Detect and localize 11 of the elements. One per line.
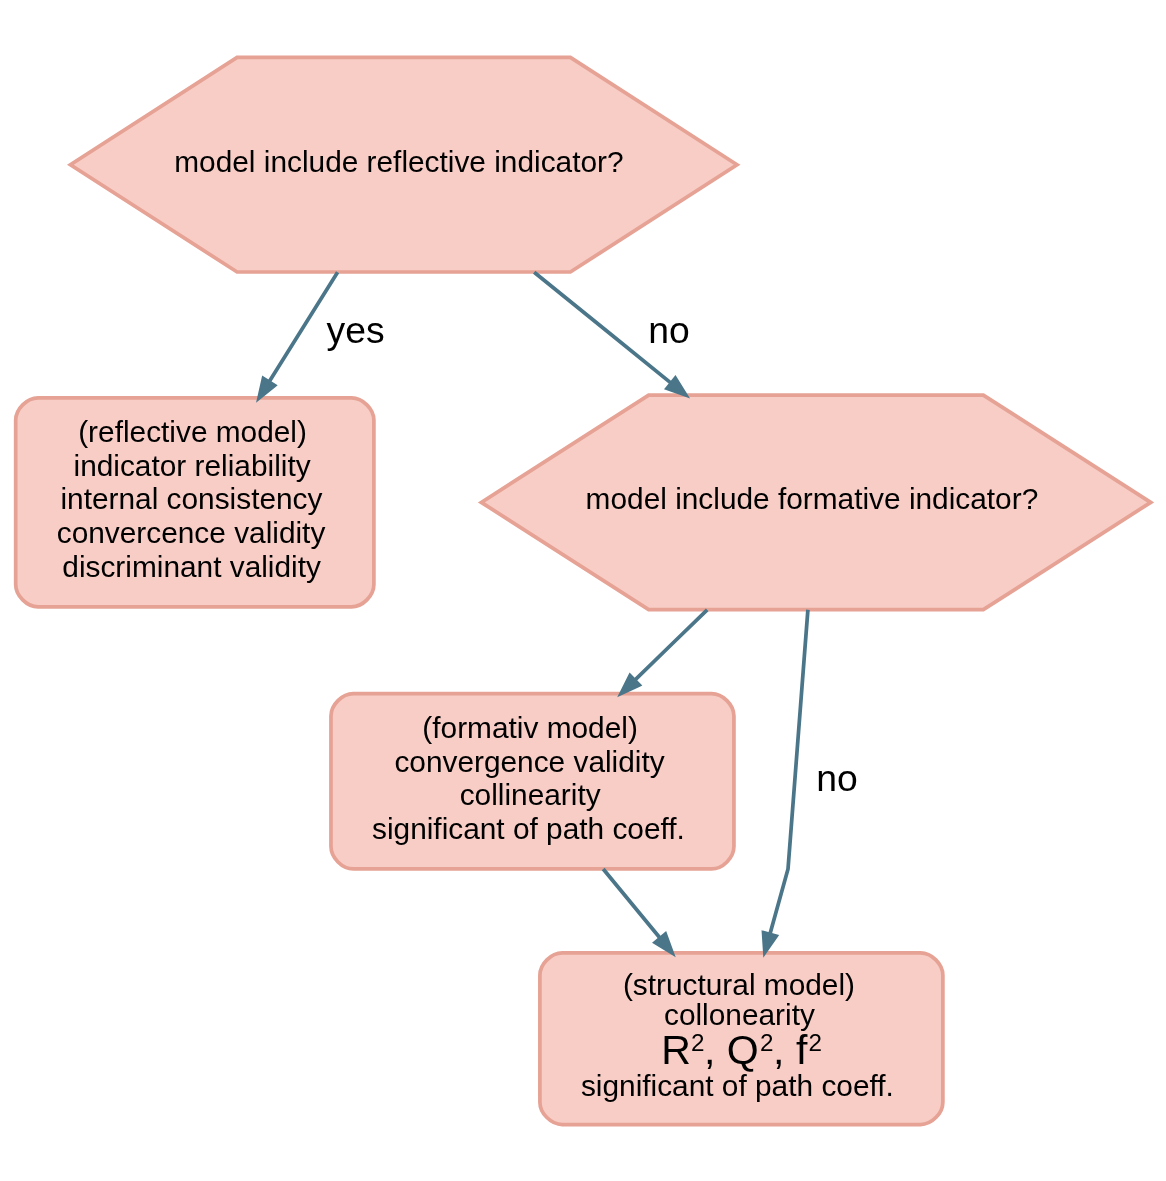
arrow xyxy=(601,867,676,957)
edge-label: no xyxy=(816,756,858,799)
edge-label: yes xyxy=(326,308,385,351)
arrow xyxy=(533,270,691,399)
edge-label: no xyxy=(648,308,690,351)
node-box: (formativ model) convergence validity collinearity significant of path coeff. xyxy=(329,691,736,871)
node-box: (structural model) collonearity R$^{2}$, Q$^{2}$, f$^{2}$ significant of path coeff. xyxy=(538,950,945,1126)
node-box: (reflective model) indicator reliability internal consistency convercence validity discriminant validity xyxy=(13,395,376,609)
arrow xyxy=(256,270,340,403)
arrow xyxy=(761,609,810,958)
arrow xyxy=(617,608,709,697)
